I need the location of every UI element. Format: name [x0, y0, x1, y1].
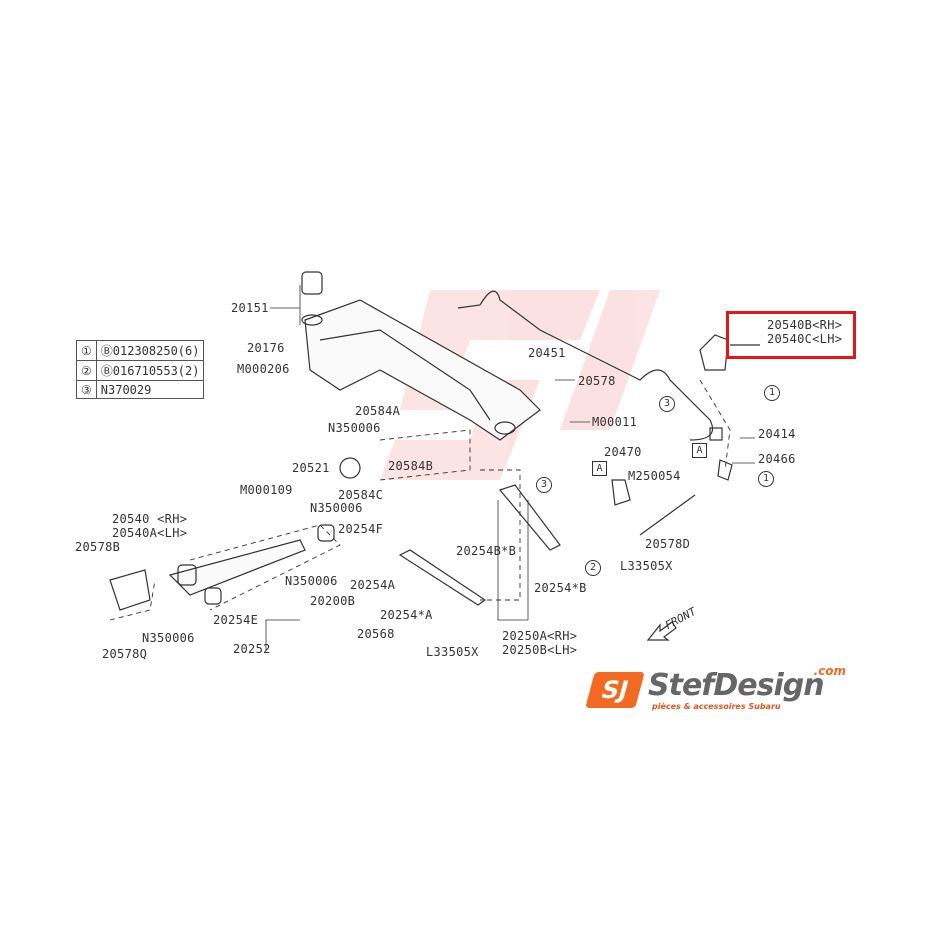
- part-label[interactable]: 20540A<LH>: [112, 526, 188, 540]
- callout-1: 1: [758, 471, 774, 487]
- part-label[interactable]: 20151: [231, 301, 269, 315]
- part-label[interactable]: 20540 <RH>: [112, 512, 188, 526]
- trailing-arm-20252: [168, 539, 306, 596]
- part-label[interactable]: 20200B: [310, 594, 356, 608]
- part-label[interactable]: 20254B*B: [456, 544, 517, 558]
- part-label[interactable]: 20250B<LH>: [502, 643, 578, 657]
- bump-stop-20521: [339, 457, 361, 479]
- part-label[interactable]: N350006: [142, 631, 195, 645]
- part-label[interactable]: 20254*A: [380, 608, 433, 622]
- part-label[interactable]: L33505X: [620, 559, 673, 573]
- bushing-20254F: [317, 524, 335, 542]
- part-label[interactable]: N350006: [285, 574, 338, 588]
- part-label[interactable]: N350006: [328, 421, 381, 435]
- part-label[interactable]: M000206: [237, 362, 290, 376]
- part-label[interactable]: M000109: [240, 483, 293, 497]
- part-label[interactable]: 20254A: [350, 578, 396, 592]
- part-label[interactable]: 20584A: [355, 404, 401, 418]
- legend-text: Ⓑ016710553(2): [95, 360, 205, 381]
- reference-a: A: [592, 461, 607, 476]
- part-label[interactable]: 20521: [292, 461, 330, 475]
- rod-20578D: [639, 494, 696, 536]
- part-label[interactable]: N350006: [310, 501, 363, 515]
- callout-3: 3: [659, 396, 675, 412]
- front-arrow-icon: [646, 621, 677, 641]
- crossmember-20151: [304, 299, 541, 441]
- callout-2: 2: [585, 560, 601, 576]
- bracket-20540: [109, 569, 151, 611]
- logo-mark: SJ: [585, 672, 645, 708]
- reference-a: A: [692, 443, 707, 458]
- part-label[interactable]: 20584C: [338, 488, 384, 502]
- link-20200B: [398, 549, 487, 606]
- part-label[interactable]: 20466: [758, 452, 796, 466]
- part-label[interactable]: 20254E: [213, 613, 259, 627]
- part-label[interactable]: 20584B: [388, 459, 434, 473]
- bushing-20414: [709, 427, 723, 441]
- part-label[interactable]: 20250A<RH>: [502, 629, 578, 643]
- bracket-20540B: [699, 334, 729, 371]
- stabilizer-bar-20451: [457, 290, 714, 441]
- part-label[interactable]: M250054: [628, 469, 681, 483]
- legend-marker: ①: [76, 340, 97, 361]
- part-label[interactable]: M00011: [592, 415, 638, 429]
- part-label[interactable]: L33505X: [426, 645, 479, 659]
- logo-name: StefDesign: [648, 668, 825, 703]
- stefdesign-logo: SJ StefDesign .com pièces & accessoires …: [585, 664, 846, 714]
- logo-dotcom: .com: [813, 664, 846, 678]
- highlight-box: [726, 311, 856, 359]
- part-label[interactable]: 20540B<RH>: [767, 318, 843, 332]
- link-20250A: [498, 484, 561, 551]
- part-label[interactable]: 20568: [357, 627, 395, 641]
- part-label[interactable]: 20578D: [645, 537, 691, 551]
- logo-tagline: pièces & accessoires Subaru: [652, 702, 781, 711]
- legend-text: N370029: [95, 380, 205, 399]
- link-20466: [717, 459, 733, 481]
- part-label[interactable]: 20578Q: [102, 647, 148, 661]
- part-label[interactable]: 20176: [247, 341, 285, 355]
- part-label[interactable]: 20540C<LH>: [767, 332, 843, 346]
- legend-text: Ⓑ012308250(6): [95, 340, 205, 361]
- bushing-20254E: [204, 587, 222, 605]
- callout-3: 3: [536, 477, 552, 493]
- part-label[interactable]: 20578: [578, 374, 616, 388]
- part-label[interactable]: 20254F: [338, 522, 384, 536]
- bushing-20151: [301, 271, 323, 295]
- link-20470: [611, 479, 631, 506]
- part-label[interactable]: 20254*B: [534, 581, 587, 595]
- callout-1: 1: [764, 385, 780, 401]
- part-label[interactable]: 20578B: [75, 540, 121, 554]
- legend-marker: ②: [76, 360, 97, 381]
- legend-marker: ③: [76, 380, 97, 399]
- part-label[interactable]: 20252: [233, 642, 271, 656]
- part-label[interactable]: 20414: [758, 427, 796, 441]
- part-label[interactable]: 20470: [604, 445, 642, 459]
- part-label[interactable]: 20451: [528, 346, 566, 360]
